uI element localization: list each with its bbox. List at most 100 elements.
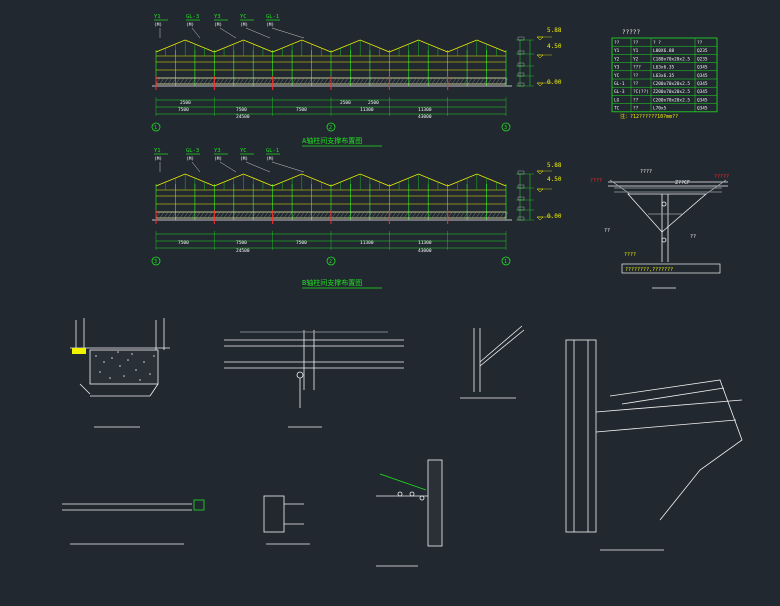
legend-tag-label: Y1 [154,14,161,20]
elevation-top-bay-2: 7500 [236,107,247,113]
detail-right-label-3: ???? [590,178,602,184]
elevation-bottom-bay-4: 11300 [360,240,374,246]
elevation-bottom-dims: 7500 7500 7500 11300 11300 24500 43000 [178,240,432,254]
elevation-bottom-axis-2: 2 [329,259,332,265]
detail-right-label-2: Z??CF [675,180,690,186]
table-cell: L63x6.35 [653,65,675,71]
table-cell: L63x6.35 [653,73,675,79]
elevation-top-frame [152,36,552,116]
elevation-bottom-total-left: 24500 [236,248,250,254]
legend-tag-label: GL-3 [186,14,199,20]
elevation-top-dim-1: 2500 [180,100,191,106]
table-header-cell: ? ? [653,40,661,46]
table-header-cell: ?? [697,40,703,46]
elevation-top-total-right: 43000 [418,114,432,120]
detail-right: ???? Z??CF ???? ????? ?? ?? ???? ???????… [590,169,729,289]
table-cell: ?? [633,81,639,87]
elevation-top-axis-3: 3 [504,125,507,131]
elevation-bottom-bay-5: 11300 [418,240,432,246]
table-cell: Q345 [697,97,708,103]
table-cell: C200x70x20x2.5 [653,97,690,103]
elevation-bottom-axis-1: 3 [154,259,157,265]
detail-right-label-6: ?? [690,234,696,240]
elevation-bottom-level-1: 5.88 [547,162,562,169]
table-cell: Y2 [633,56,639,62]
table-cell: ??? [633,65,641,71]
elevation-top: Y1(M)GL-3(M)Y3(M)YC(M)GL-1(M) 5.88 4.50 … [151,14,562,147]
table-cell: Q235 [697,48,708,54]
legend-tag-sub: (M) [154,156,162,162]
elevation-bottom-level-2: 4.50 [547,176,562,183]
legend-tag-sub: (M) [240,22,248,28]
elevation-top-level-2: 4.50 [547,43,562,50]
legend-tag-label: Y3 [214,14,221,20]
detail-gusset [376,459,443,567]
table-cell: TC [614,106,620,112]
detail-purlin [62,499,205,545]
detail-right-caption: ????????,??????? [625,267,673,273]
elevation-top-dim-3: 2500 [368,100,379,106]
table-cell: ?? [633,106,639,112]
legend-tag-sub: (M) [214,22,222,28]
detail-clip [263,495,310,545]
legend-tag-sub: (M) [266,156,274,162]
table-header-cell: ?? [614,40,620,46]
legend-tag-sub: (M) [186,22,194,28]
elevation-bottom-total-right: 43000 [418,248,432,254]
table-cell: Y1 [614,48,620,54]
elevation-bottom-bay-1: 7500 [178,240,189,246]
legend-tag-sub: (M) [266,22,274,28]
elevation-bottom-bay-2: 7500 [236,240,247,246]
legend-tag-label: GL-1 [266,148,279,154]
legend-tag-label: GL-1 [266,14,279,20]
elevation-top-dims: 2500 2500 2500 7500 7500 7500 11300 1130… [178,100,432,120]
table-header-cell: ?? [633,40,639,46]
table-cell: C200x70x20x2.5 [653,81,690,87]
elevation-top-bay-4: 11300 [360,107,374,113]
elevation-bottom-axes: 3 2 1 [151,256,511,266]
detail-right-label-5: ?? [604,228,610,234]
elevation-top-dim-2: 2500 [340,100,351,106]
table-cell: Y1 [633,48,639,54]
legend-tag-sub: (M) [154,22,162,28]
detail-foundation [70,318,170,428]
table-cell: Y3 [614,65,620,71]
elevation-bottom-frame [152,170,552,250]
legend-tag-sub: (M) [186,156,194,162]
elevation-top-title: A轴柱间支撑布置图 [302,136,362,145]
table-cell: Q235 [697,56,708,62]
table-cell: GL-1 [614,81,625,87]
elevation-bottom-bay-3: 7500 [296,240,307,246]
table-cell: C180x70x20x2.5 [653,56,690,62]
legend-tag-sub: (M) [240,156,248,162]
elevation-top-bay-3: 7500 [296,107,307,113]
legend-tag-label: GL-3 [186,148,199,154]
detail-right-label-1: ???? [640,169,652,175]
table-cell: L70x5 [653,106,667,112]
table-cell: ?? [633,97,639,103]
elevation-top-total-left: 24500 [236,114,250,120]
table-cell: LG [614,97,620,103]
elevation-bottom: Y1(M)GL-3(M)Y3(M)YC(M)GL-1(M) 5.88 4.50 … [151,148,562,289]
legend-tag-label: Y3 [214,148,221,154]
member-table-title: ????? [622,29,640,36]
table-cell: ?C(??) [633,89,649,95]
detail-right-label-7: ???? [624,252,636,258]
elevation-bottom-level-3: 0.00 [547,213,562,220]
table-cell: Q345 [697,89,708,95]
elevation-top-axis-2: 2 [329,125,332,131]
detail-right-drawing [608,179,728,289]
table-cell: Z200x70x20x2.5 [653,89,690,95]
legend-tag-label: YC [240,14,247,20]
elevation-top-level-1: 5.88 [547,27,562,34]
table-cell: L80X6.88 [653,48,675,54]
table-cell: Q345 [697,73,708,79]
table-cell: GL-3 [614,89,625,95]
detail-bracket [460,325,525,399]
legend-tag-label: Y1 [154,148,161,154]
elevation-bottom-axis-3: 1 [504,259,507,265]
elevation-top-legend-tags: Y1 (M) GL-3 (M) Y3 (M) YC (M) GL-1 (M) [154,14,305,39]
legend-tag-sub: (M) [214,156,222,162]
